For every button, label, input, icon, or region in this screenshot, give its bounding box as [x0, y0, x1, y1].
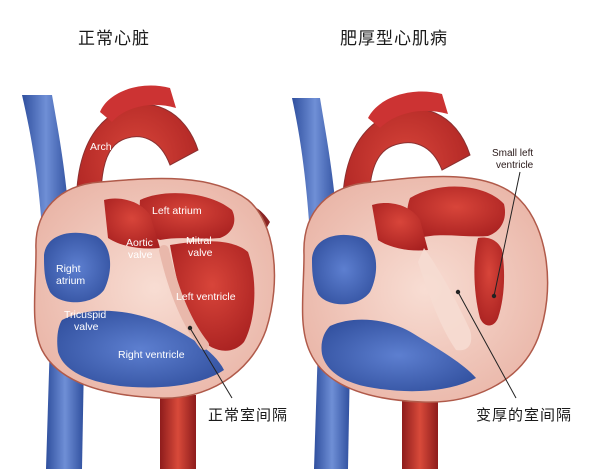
hcm-right-atrium	[312, 234, 377, 305]
left-ventricle	[170, 241, 255, 351]
label-small-lv-1: Small left	[492, 148, 533, 159]
label-small-lv-2: ventricle	[496, 160, 534, 171]
hcm-aorta-arch	[341, 108, 471, 246]
heading-hcm: 肥厚型心肌病	[340, 29, 448, 49]
normal-septum-pointer	[187, 325, 193, 331]
label-mitral-valve-1: Mitral	[186, 235, 212, 247]
thick-septum-leader	[457, 291, 517, 399]
heading-normal-heart: 正常心脏	[78, 29, 150, 49]
label-mitral-valve-2: valve	[188, 247, 213, 259]
normal-septum-leader	[189, 327, 233, 399]
hcm-descending-aorta	[402, 395, 438, 469]
label-aortic-valve-1: Aortic	[126, 237, 153, 249]
aorta-top	[100, 85, 176, 122]
label-right-ventricle: Right ventricle	[118, 349, 185, 361]
label-aortic-valve-2: valve	[128, 249, 153, 261]
label-arch-of-aorta: Arch of aorta	[90, 141, 150, 153]
descending-aorta	[160, 395, 196, 469]
normal-heart: Arch of aorta Left atrium Aortic valve M…	[22, 85, 276, 469]
label-tricuspid-valve-2: valve	[74, 321, 99, 333]
aortic-root	[104, 198, 160, 249]
caption-normal-septum: 正常室间隔	[208, 406, 289, 424]
label-right-atrium-2: atrium	[56, 275, 85, 287]
hcm-thick-septum	[418, 248, 472, 351]
hcm-heart: Small left ventricle	[292, 91, 549, 469]
caption-thick-septum: 变厚的室间隔	[476, 406, 573, 424]
thick-septum-pointer	[455, 289, 461, 295]
hcm-right-ventricle	[321, 319, 476, 392]
right-atrium	[44, 232, 111, 303]
right-ventricle	[57, 310, 224, 388]
hcm-aorta-top	[368, 91, 448, 128]
hcm-small-left-ventricle	[474, 237, 505, 326]
label-tricuspid-valve-1: Tricuspid	[64, 309, 106, 321]
hcm-aortic-root	[372, 202, 428, 251]
small-lv-pointer	[491, 293, 497, 299]
label-left-atrium: Left atrium	[152, 205, 202, 217]
normal-septum	[159, 245, 209, 350]
label-left-ventricle: Left ventricle	[176, 291, 236, 303]
left-atrium	[139, 193, 235, 240]
label-right-atrium-1: Right	[56, 263, 81, 275]
hcm-left-atrium	[407, 186, 506, 238]
small-lv-leader	[493, 171, 521, 297]
aorta-arch	[75, 103, 199, 241]
